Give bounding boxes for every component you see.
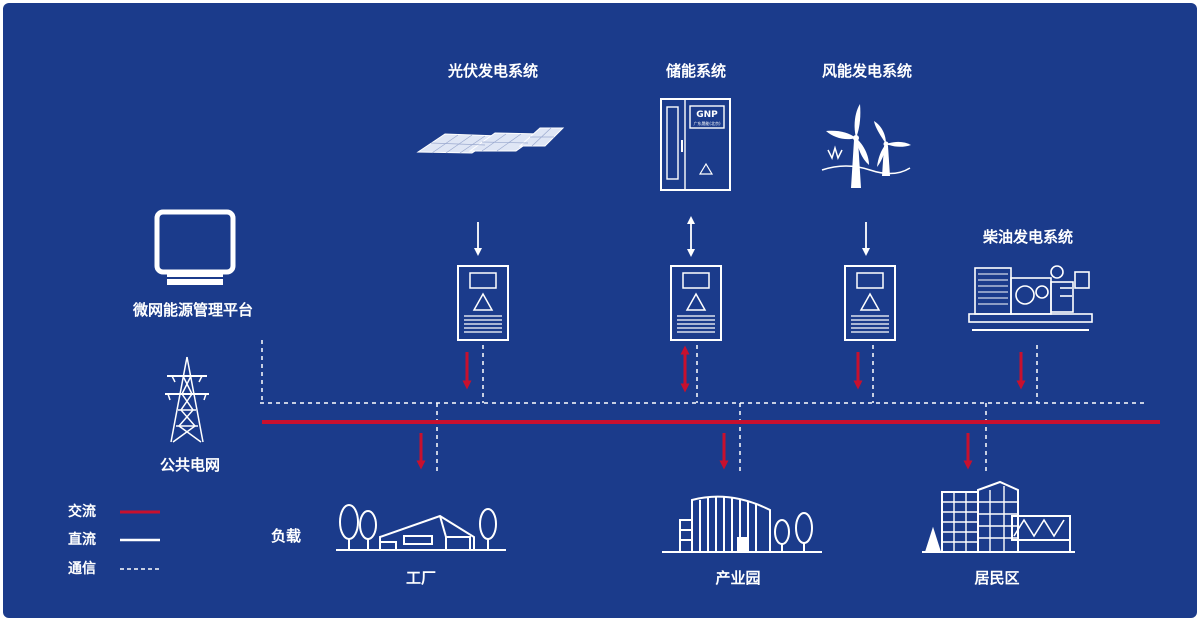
cabinet-logo: GNP — [696, 110, 718, 120]
battery-cabinet-icon — [660, 98, 731, 191]
pv-system-label: 光伏发电系统 — [447, 62, 539, 80]
storage-system-label: 储能系统 — [665, 62, 727, 80]
solar-panel-icon — [416, 127, 565, 154]
communication-bus — [260, 340, 1145, 475]
inverter-cabinet-wind — [844, 265, 896, 341]
residential-label: 居民区 — [974, 569, 1020, 587]
factory-label: 工厂 — [405, 569, 437, 587]
legend-dc-label: 直流 — [68, 532, 96, 548]
park-label: 产业园 — [715, 569, 761, 587]
wind-turbine-icon — [821, 104, 911, 188]
ac-flow-arrows — [416, 345, 1026, 470]
load-label: 负载 — [270, 527, 302, 545]
residential-building-icon — [922, 480, 1075, 553]
grid-label: 公共电网 — [159, 456, 221, 474]
inverter-cabinet-pv — [457, 265, 509, 341]
wind-system-label: 风能发电系统 — [821, 62, 913, 80]
dc-flow-arrows — [474, 216, 870, 257]
diesel-system-label: 柴油发电系统 — [982, 228, 1074, 246]
inverter-cabinet-storage — [670, 265, 722, 341]
industrial-park-icon — [662, 495, 822, 553]
legend-comm-label: 通信 — [68, 561, 96, 577]
transmission-tower-icon — [165, 356, 209, 443]
legend-ac-label: 交流 — [68, 504, 96, 520]
cabinet-logo-sub: 广东晟能(北京) — [693, 120, 721, 126]
factory-icon — [336, 504, 506, 551]
platform-label: 微网能源管理平台 — [132, 301, 254, 319]
diesel-generator-icon — [968, 265, 1093, 331]
diagram-canvas: GNP 广东晟能(北京) — [3, 3, 1197, 618]
monitor-icon — [154, 209, 236, 285]
